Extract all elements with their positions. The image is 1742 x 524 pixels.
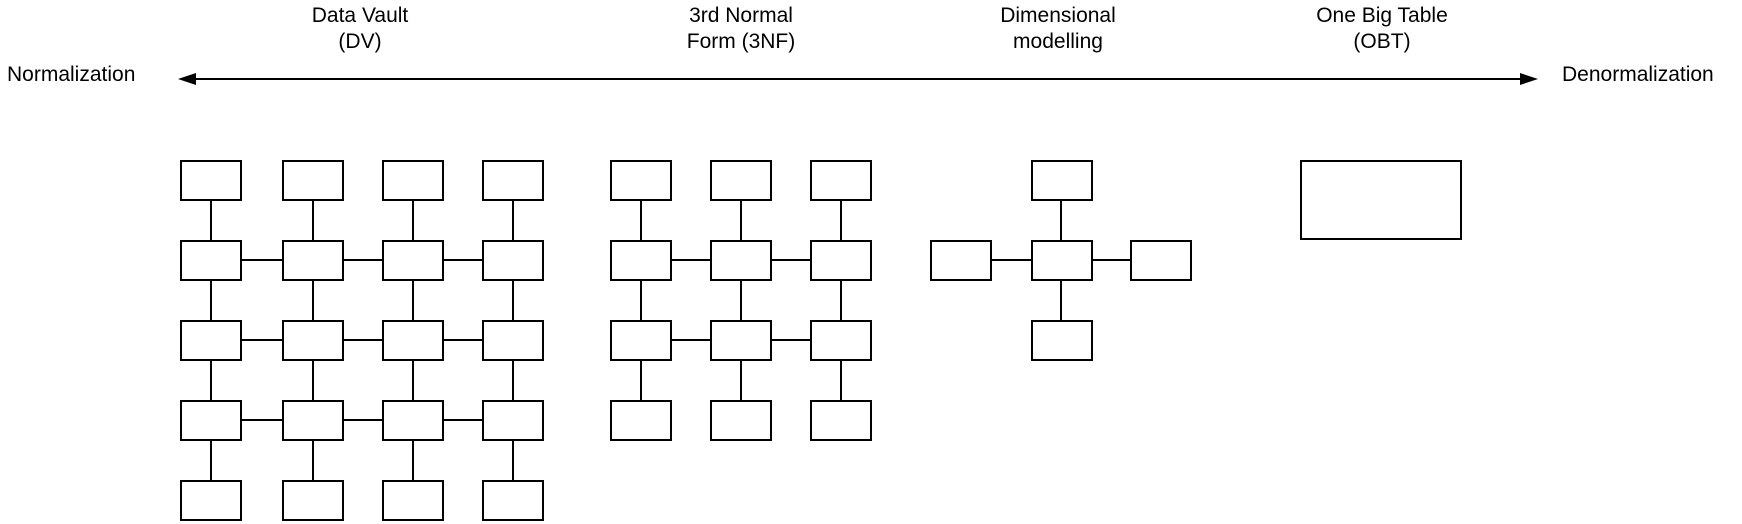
table-box xyxy=(282,400,344,441)
connector-line xyxy=(671,259,711,261)
denormalization-axis-label: Denormalization xyxy=(1562,63,1714,86)
connector-line xyxy=(840,360,842,401)
table-box xyxy=(1031,160,1093,201)
connector-line xyxy=(1060,200,1062,241)
connector-line xyxy=(512,360,514,401)
connector-line xyxy=(640,280,642,321)
table-box xyxy=(282,320,344,361)
table-box xyxy=(282,480,344,521)
connector-line xyxy=(512,280,514,321)
table-box xyxy=(930,240,992,281)
connector-line xyxy=(210,360,212,401)
connector-line xyxy=(1092,259,1131,261)
connector-line xyxy=(740,280,742,321)
table-box xyxy=(482,320,544,361)
arrow-right-icon xyxy=(1520,73,1538,85)
connector-line xyxy=(443,339,483,341)
table-box xyxy=(610,320,672,361)
connector-line xyxy=(443,259,483,261)
connector-line xyxy=(312,440,314,481)
connector-line xyxy=(1060,280,1062,321)
table-box xyxy=(382,400,444,441)
table-box xyxy=(810,400,872,441)
table-box xyxy=(180,480,242,521)
table-box xyxy=(180,320,242,361)
connector-line xyxy=(740,360,742,401)
connector-line xyxy=(241,419,283,421)
table-box xyxy=(482,160,544,201)
connector-line xyxy=(343,419,383,421)
approach-label: Data Vault(DV) xyxy=(311,4,409,53)
connector-line xyxy=(512,200,514,241)
connector-line xyxy=(412,360,414,401)
table-box xyxy=(610,160,672,201)
table-box xyxy=(282,160,344,201)
table-box xyxy=(810,320,872,361)
table-box xyxy=(382,480,444,521)
connector-line xyxy=(210,440,212,481)
connector-line xyxy=(241,259,283,261)
connector-line xyxy=(991,259,1032,261)
connector-line xyxy=(671,339,711,341)
table-box xyxy=(710,240,772,281)
connector-line xyxy=(840,200,842,241)
connector-line xyxy=(343,339,383,341)
table-box xyxy=(610,240,672,281)
table-box xyxy=(1130,240,1192,281)
table-box xyxy=(482,480,544,521)
table-box xyxy=(282,240,344,281)
table-box xyxy=(610,400,672,441)
table-box xyxy=(1031,320,1093,361)
connector-line xyxy=(771,339,811,341)
connector-line xyxy=(312,360,314,401)
connector-line xyxy=(210,200,212,241)
table-box xyxy=(710,320,772,361)
table-box xyxy=(482,400,544,441)
table-box xyxy=(382,240,444,281)
connector-line xyxy=(412,280,414,321)
table-box xyxy=(180,160,242,201)
normalization-axis-label: Normalization xyxy=(7,63,136,86)
table-box xyxy=(382,160,444,201)
connector-line xyxy=(343,259,383,261)
table-box xyxy=(180,240,242,281)
table-box xyxy=(710,400,772,441)
connector-line xyxy=(312,280,314,321)
table-box xyxy=(1031,240,1093,281)
table-box xyxy=(382,320,444,361)
table-box xyxy=(482,240,544,281)
connector-line xyxy=(740,200,742,241)
connector-line xyxy=(640,360,642,401)
connector-line xyxy=(412,200,414,241)
connector-line xyxy=(840,280,842,321)
table-box xyxy=(810,240,872,281)
connector-line xyxy=(412,440,414,481)
connector-line xyxy=(512,440,514,481)
connector-line xyxy=(443,419,483,421)
connector-line xyxy=(241,339,283,341)
connector-line xyxy=(771,259,811,261)
approach-label: One Big Table(OBT) xyxy=(1316,4,1448,53)
table-box xyxy=(810,160,872,201)
connector-line xyxy=(312,200,314,241)
spectrum-arrow-line xyxy=(192,78,1524,80)
connector-line xyxy=(640,200,642,241)
table-box xyxy=(180,400,242,441)
arrow-left-icon xyxy=(178,73,196,85)
table-box xyxy=(1300,160,1462,240)
connector-line xyxy=(210,280,212,321)
table-box xyxy=(710,160,772,201)
